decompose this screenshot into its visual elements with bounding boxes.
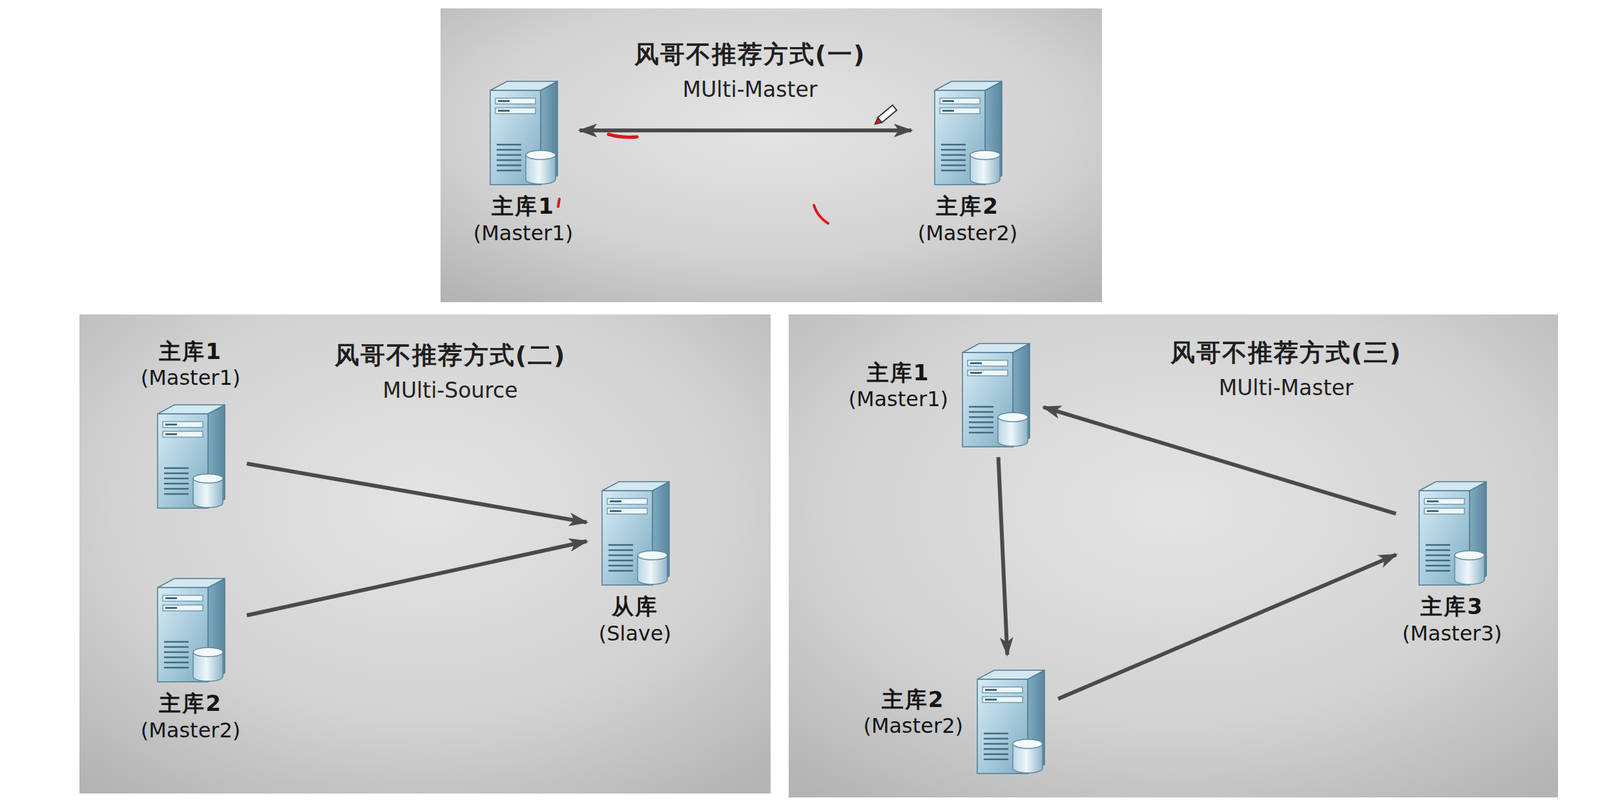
replication-arrow <box>998 457 1008 655</box>
server-label: 主库2(Master2) <box>917 192 1019 247</box>
database-server: 主库2(Master2) <box>917 72 1019 247</box>
server-label: 主库1(Master1) <box>473 192 574 247</box>
replication-arrow <box>1043 407 1397 515</box>
pen-cursor <box>872 105 897 127</box>
server-role: (Master1) <box>848 386 949 414</box>
server-icon <box>925 72 1010 189</box>
server-role: (Master2) <box>917 220 1019 248</box>
database-server: 主库1(Master1) <box>848 334 1038 451</box>
replication-arrow <box>1058 554 1396 699</box>
panel-backgrounds <box>79 8 1559 798</box>
server-role: (Master1) <box>473 220 574 248</box>
server-role: (Master3) <box>1402 620 1503 648</box>
database-server: 从库(Slave) <box>592 472 677 648</box>
server-name: 主库1 <box>473 192 574 221</box>
mode-name: MUlti-Source <box>334 376 567 406</box>
scheme-panel: 风哥不推荐方式(一)MUlti-Master主库1(Master1)主库2(Ma… <box>440 8 1102 303</box>
panel-title: 风哥不推荐方式(二) <box>334 340 567 372</box>
database-server: 主库1(Master1) <box>140 337 241 513</box>
database-server: 主库1(Master1) <box>473 72 574 247</box>
server-icon <box>481 72 566 189</box>
panel-heading: 风哥不推荐方式(二) MUlti-Source <box>334 340 567 406</box>
replication-arrow <box>246 541 587 616</box>
server-name: 主库3 <box>1402 592 1503 621</box>
server-label: 主库1(Master1) <box>848 359 949 414</box>
panel-ground <box>788 314 1559 798</box>
panel-title: 风哥不推荐方式(三) <box>1170 337 1403 369</box>
server-label: 主库1(Master1) <box>140 337 241 393</box>
database-server: 主库2(Master2) <box>140 569 241 745</box>
server-icon <box>148 569 233 686</box>
server-role: (Master1) <box>140 364 241 393</box>
server-label: 主库2(Master2) <box>862 685 964 741</box>
server-icon <box>1410 472 1495 590</box>
panel-heading: 风哥不推荐方式(一) MUlti-Master <box>634 39 867 104</box>
server-icon <box>953 334 1038 451</box>
red-annotations <box>558 105 897 224</box>
server-role: (Slave) <box>598 620 672 648</box>
panel-title: 风哥不推荐方式(一) <box>634 39 867 71</box>
database-server: 主库2(Master2) <box>862 661 1053 778</box>
mode-name: MUlti-Master <box>634 75 867 105</box>
server-icon <box>592 472 677 590</box>
red-mark <box>558 198 560 207</box>
server-icon <box>968 661 1053 778</box>
server-name: 主库2 <box>917 192 1019 221</box>
server-name: 主库2 <box>862 685 964 714</box>
panel-ground <box>79 314 771 794</box>
server-role: (Master2) <box>140 717 241 745</box>
connector-layer <box>246 130 1396 699</box>
replication-arrow <box>579 128 911 133</box>
database-server: 主库3(Master3) <box>1402 472 1503 648</box>
server-label: 主库3(Master3) <box>1402 592 1503 648</box>
scheme-panel: 风哥不推荐方式(三)MUlti-Master主库1(Master1)主库2(Ma… <box>788 314 1559 798</box>
server-name: 主库2 <box>140 689 241 718</box>
scheme-panel: 风哥不推荐方式(二)MUlti-Source主库1(Master1)主库2(Ma… <box>79 314 771 794</box>
server-label: 从库(Slave) <box>598 592 672 648</box>
panel-ground <box>440 8 1102 303</box>
panel-heading: 风哥不推荐方式(三) MUlti-Master <box>1170 337 1403 403</box>
red-mark <box>608 134 637 138</box>
server-name: 从库 <box>598 592 672 621</box>
server-label: 主库2(Master2) <box>140 689 241 745</box>
server-name: 主库1 <box>140 337 241 366</box>
mode-name: MUlti-Master <box>1170 374 1403 404</box>
replication-arrow <box>246 463 587 523</box>
server-role: (Master2) <box>862 713 964 741</box>
server-name: 主库1 <box>848 359 949 387</box>
server-icon <box>148 395 233 513</box>
red-mark <box>813 205 829 224</box>
